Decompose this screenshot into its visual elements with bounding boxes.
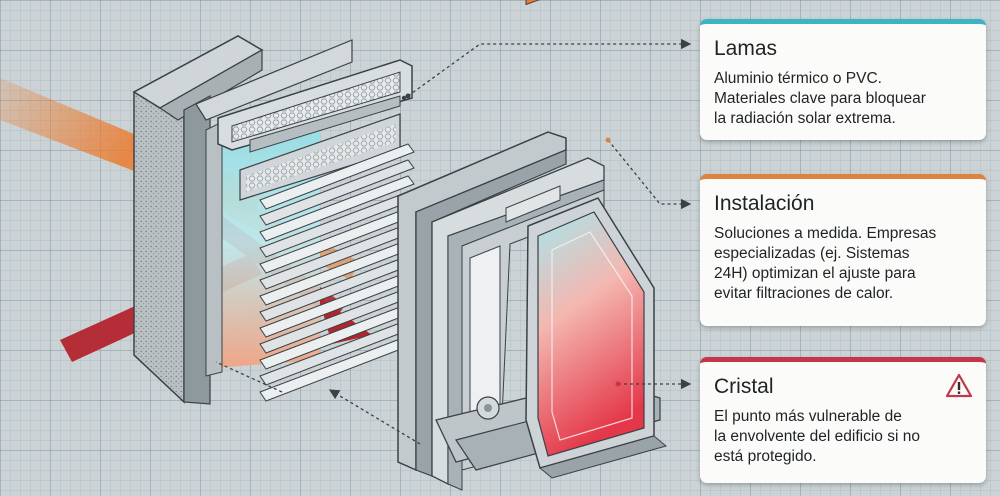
installation-seal [525,0,547,6]
leader-shutter-to-wall [215,361,283,393]
shutter-slat [259,175,415,242]
card-line: especializadas (ej. Sistemas [714,245,910,262]
card-body: Aluminio térmico o PVC. Materiales clave… [714,69,972,129]
leader-instalacion [607,139,692,210]
card-body: Soluciones a medida. Empresas especializ… [714,224,972,304]
card-line: evitar filtraciones de calor. [714,285,894,302]
glass-sash [525,197,668,479]
card-line: El punto más vulnerable de [714,408,902,425]
shutter-box [217,59,413,201]
card-line: está protegido. [714,448,817,465]
card-body: El punto más vulnerable de la envolvente… [714,407,972,467]
callout-leaders [215,38,692,445]
callout-card-cristal: Cristal El punto más vulnerable de la en… [700,357,986,483]
shutter-slats [259,143,415,402]
shutter-slat [259,159,415,226]
card-line: Materiales clave para bloquear [714,90,926,107]
callout-card-instalacion: Instalación Soluciones a medida. Empresa… [700,174,986,326]
card-line: 24H) optimizan el ajuste para [714,265,916,282]
card-line: la envolvente del edificio si no [714,428,920,445]
card-title: Instalación [714,192,815,215]
card-line: Aluminio térmico o PVC. [714,70,882,87]
card-title: Cristal [714,375,774,398]
leader-lamas [407,38,692,97]
card-line: la radiación solar extrema. [714,110,896,127]
card-title: Lamas [714,37,778,60]
card-line: Soluciones a medida. Empresas [714,225,937,242]
warning-triangle-icon [945,373,973,398]
callout-card-lamas: Lamas Aluminio térmico o PVC. Materiales… [700,19,986,140]
shutter-slat [259,143,415,210]
